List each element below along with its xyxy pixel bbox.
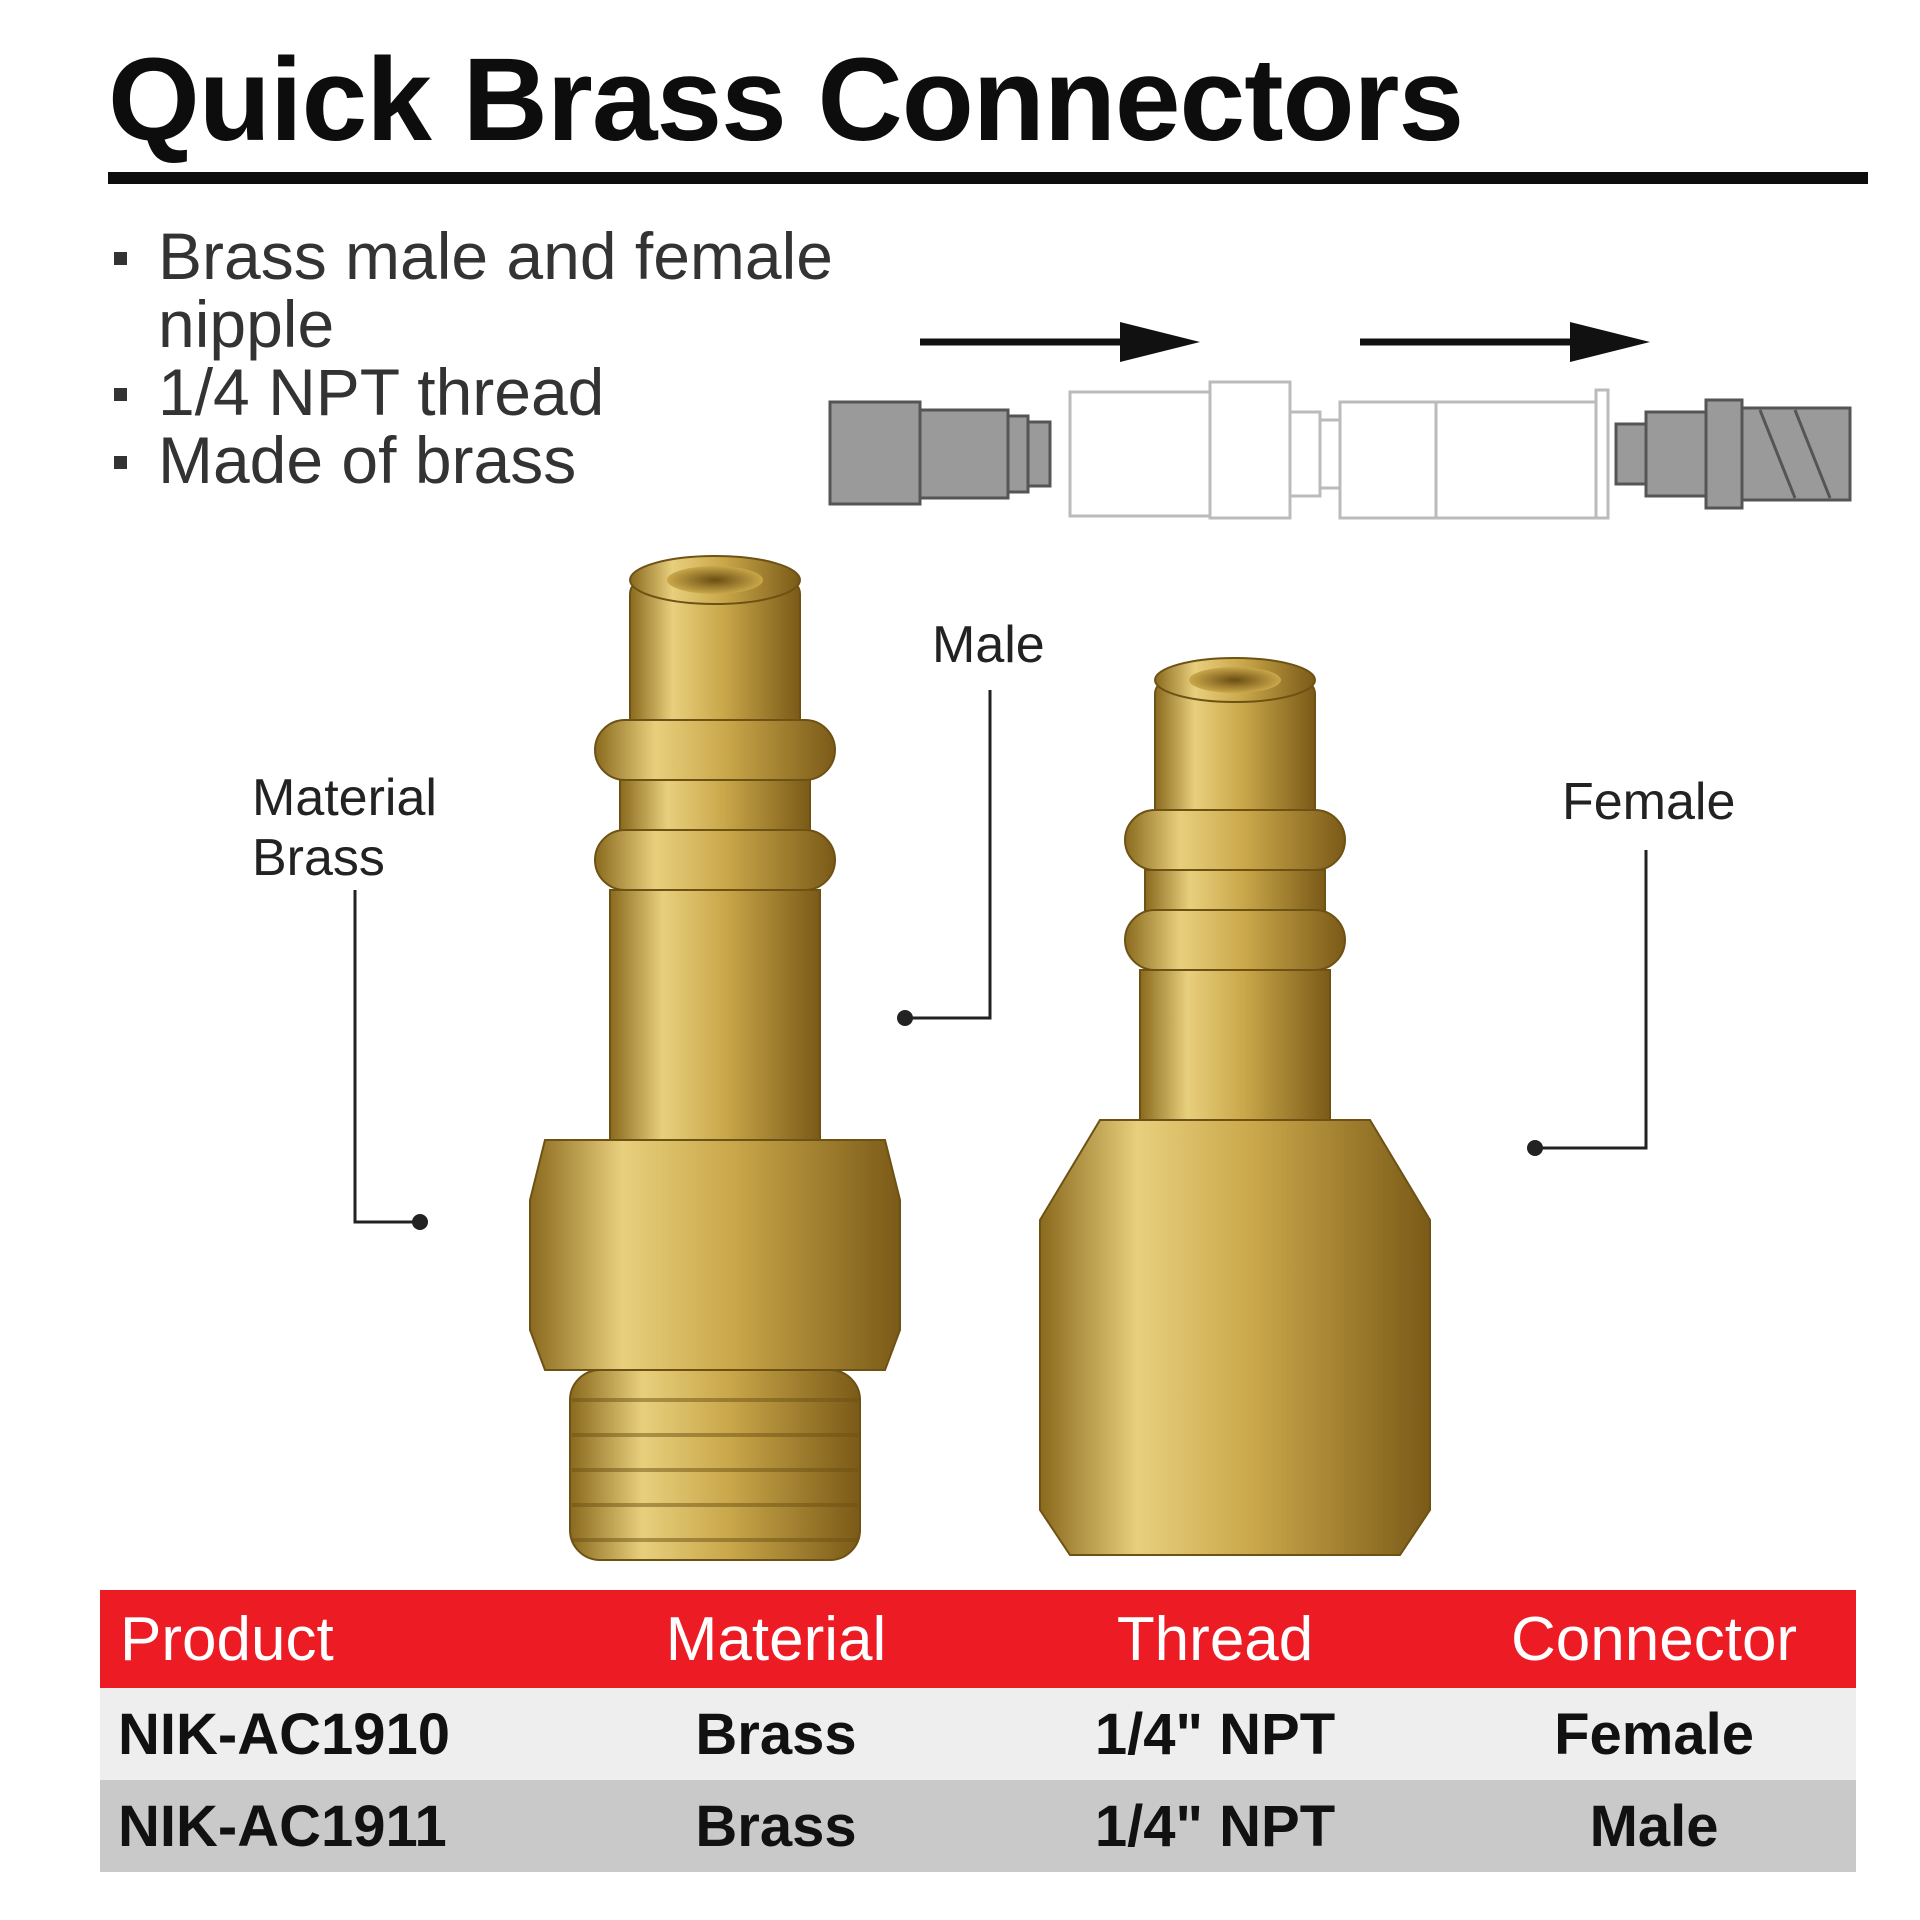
feature-item: Brass male and female nipple	[110, 222, 970, 358]
col-header-product: Product	[100, 1590, 575, 1688]
col-header-thread: Thread	[977, 1590, 1453, 1688]
cell-thread: 1/4" NPT	[977, 1688, 1453, 1780]
arrow-right-icon	[1360, 322, 1650, 362]
thread-lines	[572, 1398, 858, 1542]
cell-product: NIK-AC1910	[100, 1688, 575, 1780]
product-photo	[529, 555, 1431, 1561]
table-row: NIK-AC1910 Brass 1/4" NPT Female	[100, 1688, 1856, 1780]
cell-material: Brass	[574, 1688, 978, 1780]
cell-connector: Male	[1452, 1780, 1856, 1872]
female-coupler-diagram	[828, 400, 1052, 506]
feature-item: Made of brass	[110, 426, 970, 494]
male-bore	[667, 566, 763, 594]
cell-thread: 1/4" NPT	[977, 1780, 1453, 1872]
col-header-connector: Connector	[1452, 1590, 1856, 1688]
male-plug-diagram	[1068, 380, 1342, 520]
female-bore	[1189, 667, 1281, 693]
male-plug-grey-diagram	[1614, 398, 1852, 510]
coupler-outline-diagram	[1338, 388, 1610, 520]
table-row: NIK-AC1911 Brass 1/4" NPT Male	[100, 1780, 1856, 1872]
arrow-right-icon	[920, 322, 1200, 362]
spec-table: Product Material Thread Connector NIK-AC…	[100, 1590, 1856, 1872]
col-header-material: Material	[574, 1590, 978, 1688]
table-header-row: Product Material Thread Connector	[100, 1590, 1856, 1688]
bullet-icon	[114, 388, 127, 401]
connection-diagram	[828, 322, 1852, 520]
bullet-icon	[114, 252, 127, 265]
feature-item: 1/4 NPT thread	[110, 358, 970, 426]
bullet-icon	[114, 456, 127, 469]
cell-product: NIK-AC1911	[100, 1780, 575, 1872]
callout-material: Material Brass	[252, 769, 437, 887]
page-title: Quick Brass Connectors	[108, 34, 1464, 166]
male-connector	[529, 555, 901, 1561]
cell-connector: Female	[1452, 1688, 1856, 1780]
title-rule	[108, 172, 1868, 184]
callout-female: Female	[1562, 773, 1736, 831]
feature-list: Brass male and female nipple 1/4 NPT thr…	[110, 222, 970, 494]
cell-material: Brass	[574, 1780, 978, 1872]
callout-male: Male	[932, 616, 1045, 674]
